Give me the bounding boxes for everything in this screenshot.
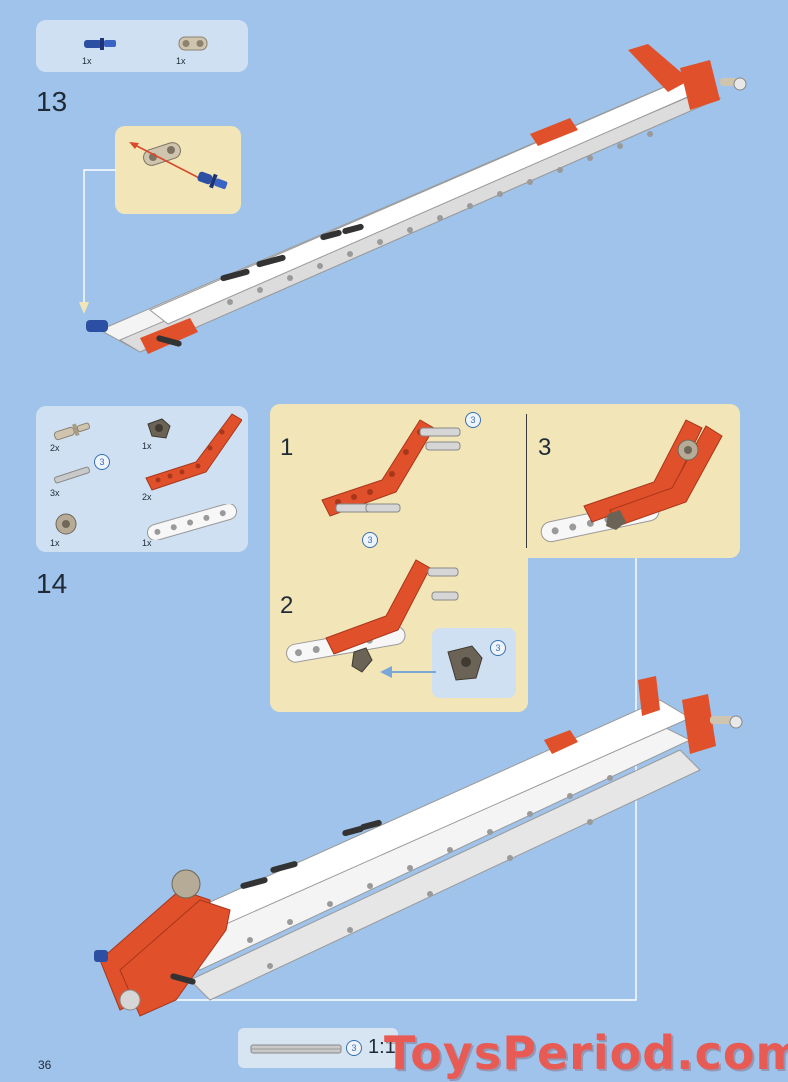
length-callout: 3 bbox=[346, 1040, 362, 1056]
step13-callout bbox=[115, 126, 241, 214]
axle-scale-icon bbox=[250, 1044, 342, 1054]
watermark: ToysPeriod.com bbox=[384, 1026, 788, 1080]
length-callout: 3 bbox=[490, 640, 506, 656]
scale-label: 1:1 bbox=[368, 1036, 396, 1058]
step-number: 13 bbox=[36, 86, 68, 117]
callout-leader-line bbox=[79, 169, 116, 314]
tan-axle-pin-icon bbox=[53, 422, 91, 441]
dark-connector-icon bbox=[147, 418, 171, 439]
tan-beam-2-icon bbox=[178, 36, 208, 51]
substep-number: 2 bbox=[280, 592, 294, 619]
step14-assembly-model bbox=[94, 676, 743, 1017]
length-callout: 3 bbox=[94, 454, 110, 470]
white-beam-5-icon bbox=[146, 504, 238, 540]
attach-pin-diagram bbox=[129, 142, 228, 190]
part-qty: 3x bbox=[50, 488, 60, 498]
part-qty: 1x bbox=[176, 56, 186, 66]
part-qty: 1x bbox=[50, 538, 60, 548]
bush-icon bbox=[55, 513, 77, 535]
substep1-model bbox=[321, 419, 461, 517]
step13-assembly-model bbox=[86, 44, 747, 354]
blue-axle-pin-icon bbox=[84, 38, 116, 50]
attach-arrow bbox=[380, 666, 436, 678]
orange-bent-beam-icon bbox=[145, 413, 242, 491]
page-number: 36 bbox=[38, 1058, 52, 1072]
part-qty: 2x bbox=[142, 492, 152, 502]
step14-parts-box: 2x 1x 3 3x 2x 1x 1x bbox=[36, 406, 248, 552]
scale-ruler-box: 3 1:1 bbox=[238, 1028, 398, 1068]
step-number: 14 bbox=[36, 568, 68, 599]
substep2-inset bbox=[432, 628, 516, 698]
substep-number: 3 bbox=[538, 434, 552, 461]
part-qty: 1x bbox=[142, 538, 152, 548]
length-callout: 3 bbox=[362, 532, 378, 548]
substep-number: 1 bbox=[280, 434, 294, 461]
part-qty: 1x bbox=[142, 441, 152, 451]
gray-axle-3-icon bbox=[53, 466, 91, 484]
part-qty: 2x bbox=[50, 443, 60, 453]
dark-connector-icon bbox=[447, 645, 483, 681]
substep2-model bbox=[286, 559, 459, 673]
substep3-model bbox=[540, 419, 723, 543]
substep-divider bbox=[526, 414, 527, 548]
step13-parts-box: 1x 1x bbox=[36, 20, 248, 72]
part-qty: 1x bbox=[82, 56, 92, 66]
length-callout: 3 bbox=[465, 412, 481, 428]
